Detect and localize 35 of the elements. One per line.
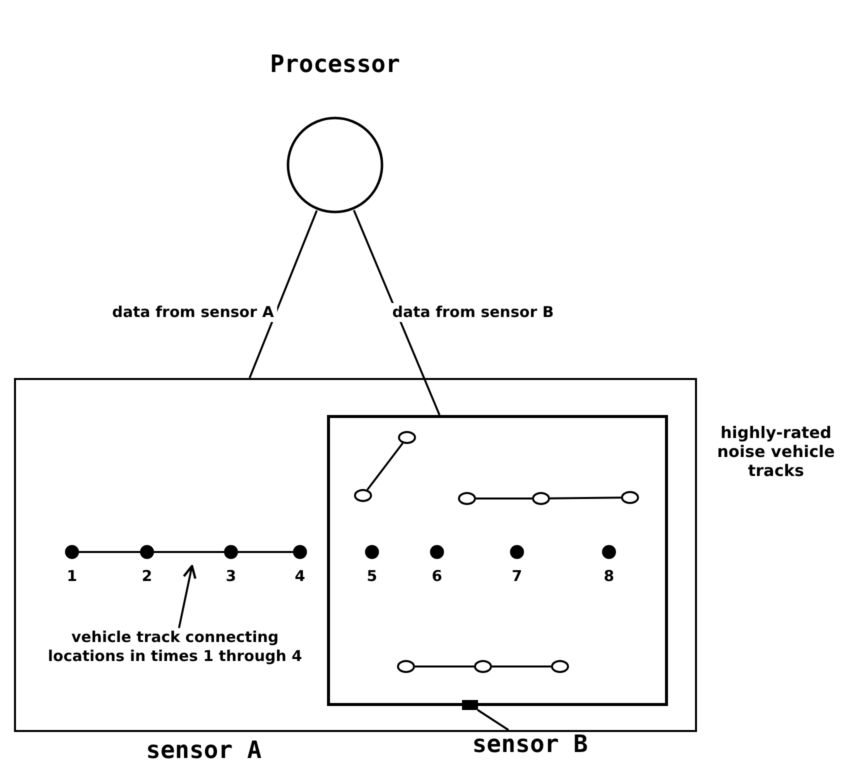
data-line (248, 210, 318, 378)
track-line (238, 551, 293, 553)
track-point (474, 660, 492, 673)
track-point (551, 660, 569, 673)
time-number: 1 (66, 567, 78, 586)
data-line (352, 210, 440, 416)
track-point (398, 431, 416, 444)
sensor-marker (462, 700, 478, 710)
track-line (476, 498, 532, 500)
inner-frame (327, 415, 668, 706)
track-line (154, 551, 224, 553)
time-number: 4 (294, 567, 306, 586)
sensor-label: sensor B (465, 730, 595, 758)
leader-arrow (178, 564, 196, 628)
processor-title: Processor (270, 50, 400, 78)
track-point (397, 660, 415, 673)
time-number: 2 (142, 567, 152, 586)
track-line (492, 666, 551, 668)
track-point (532, 492, 550, 505)
track-point (621, 491, 639, 504)
track-point (354, 489, 372, 502)
track-line (415, 666, 474, 668)
time-number: 7 (512, 567, 522, 586)
time-number: 5 (366, 567, 378, 586)
leader-line (477, 709, 510, 731)
time-number: 6 (432, 567, 442, 586)
frame-title: sensor A (146, 736, 262, 764)
annotation-text: vehicle track connecting locations in times 1 through 4 (40, 628, 310, 666)
time-number: 3 (226, 567, 236, 586)
side-note: highly-rated noise vehicle tracks (716, 423, 836, 480)
track-line (79, 551, 140, 553)
track-point (458, 492, 476, 505)
track-line (550, 496, 622, 500)
time-number: 8 (604, 567, 614, 586)
track-line (366, 442, 404, 490)
